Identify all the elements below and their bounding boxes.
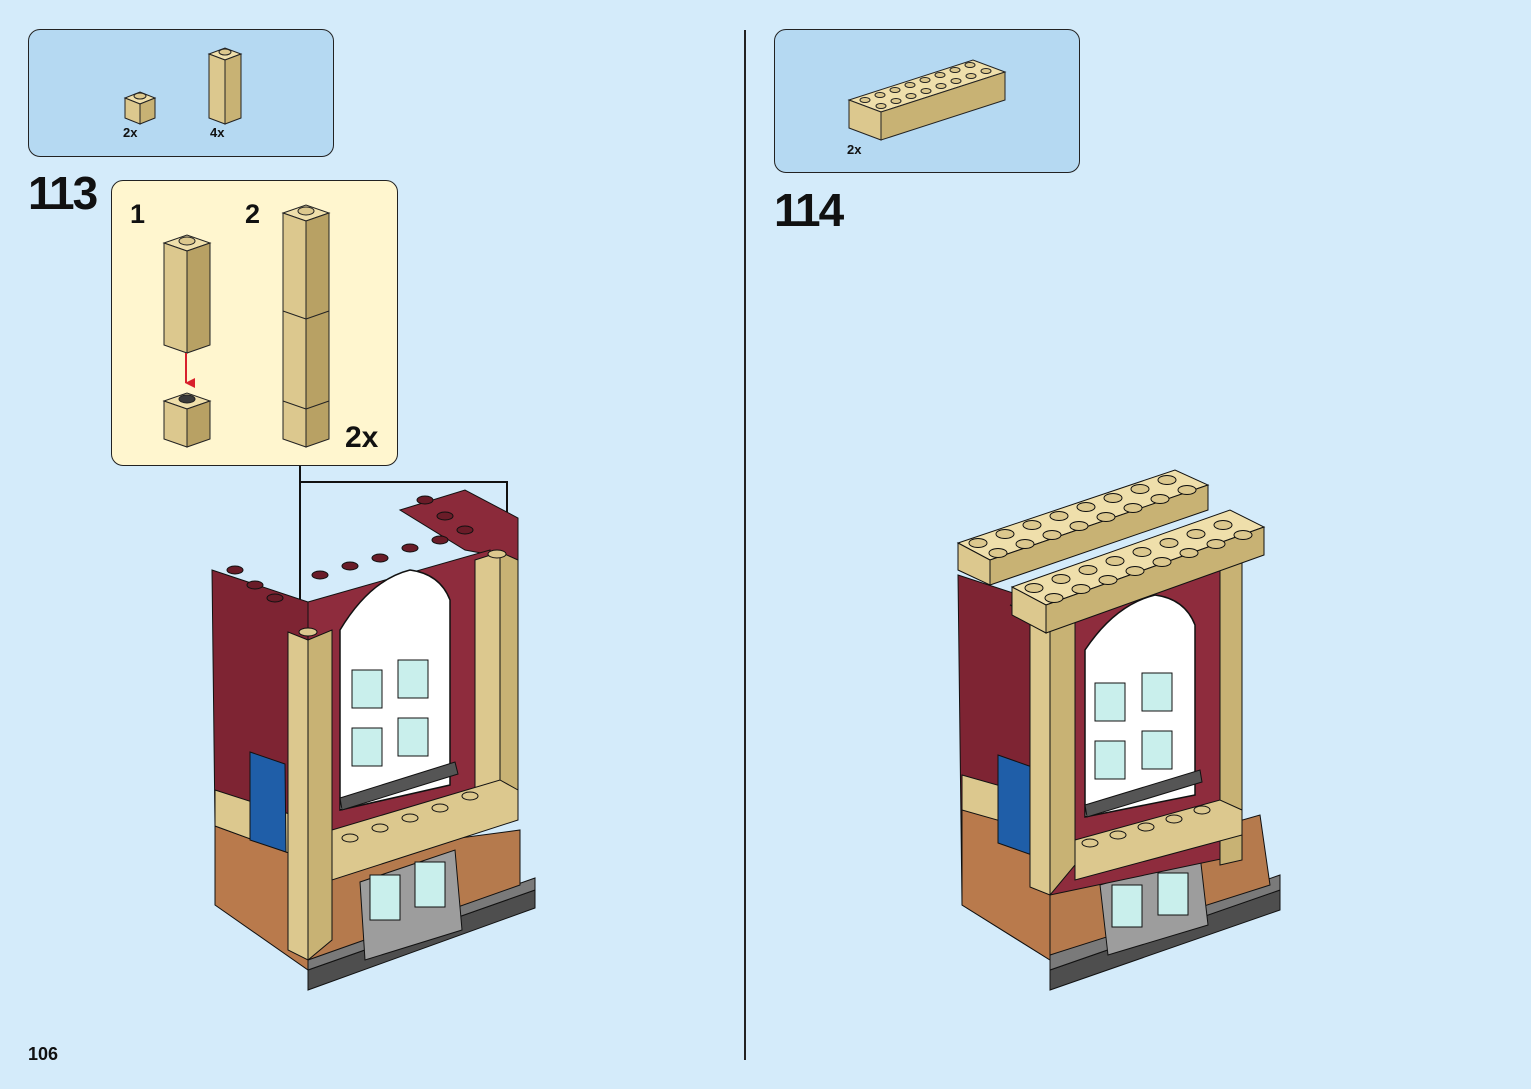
building-model-step-113: [211, 489, 536, 991]
building-model-step-114: [956, 469, 1281, 991]
part-quantity: 4x: [210, 125, 225, 140]
substep-number: 1: [130, 199, 146, 229]
substep-callout: 1 2 2x: [111, 180, 398, 466]
step-number: 114: [774, 184, 844, 236]
tan-brick-1x1-icon: [162, 392, 212, 448]
parts-list-step-114: 2x: [774, 29, 1080, 173]
parts-list-step-113: 2x 4x: [28, 29, 334, 157]
substep-multiplier: 2x: [345, 421, 379, 454]
tan-brick-1x1-icon: [123, 91, 157, 125]
tan-brick-1x1x3-icon: [162, 234, 212, 354]
step-number: 113: [28, 167, 98, 219]
page-number: 106: [28, 1044, 59, 1064]
assembly-arrow-red: [185, 353, 195, 388]
substep-number: 2: [245, 199, 261, 229]
tan-brick-2x8-icon: [847, 59, 1007, 141]
tan-brick-1x1x3-icon: [207, 47, 243, 125]
part-quantity: 2x: [123, 125, 138, 140]
part-quantity: 2x: [847, 142, 862, 157]
page-divider: [744, 30, 746, 1060]
tan-column-assembly-icon: [281, 204, 331, 448]
